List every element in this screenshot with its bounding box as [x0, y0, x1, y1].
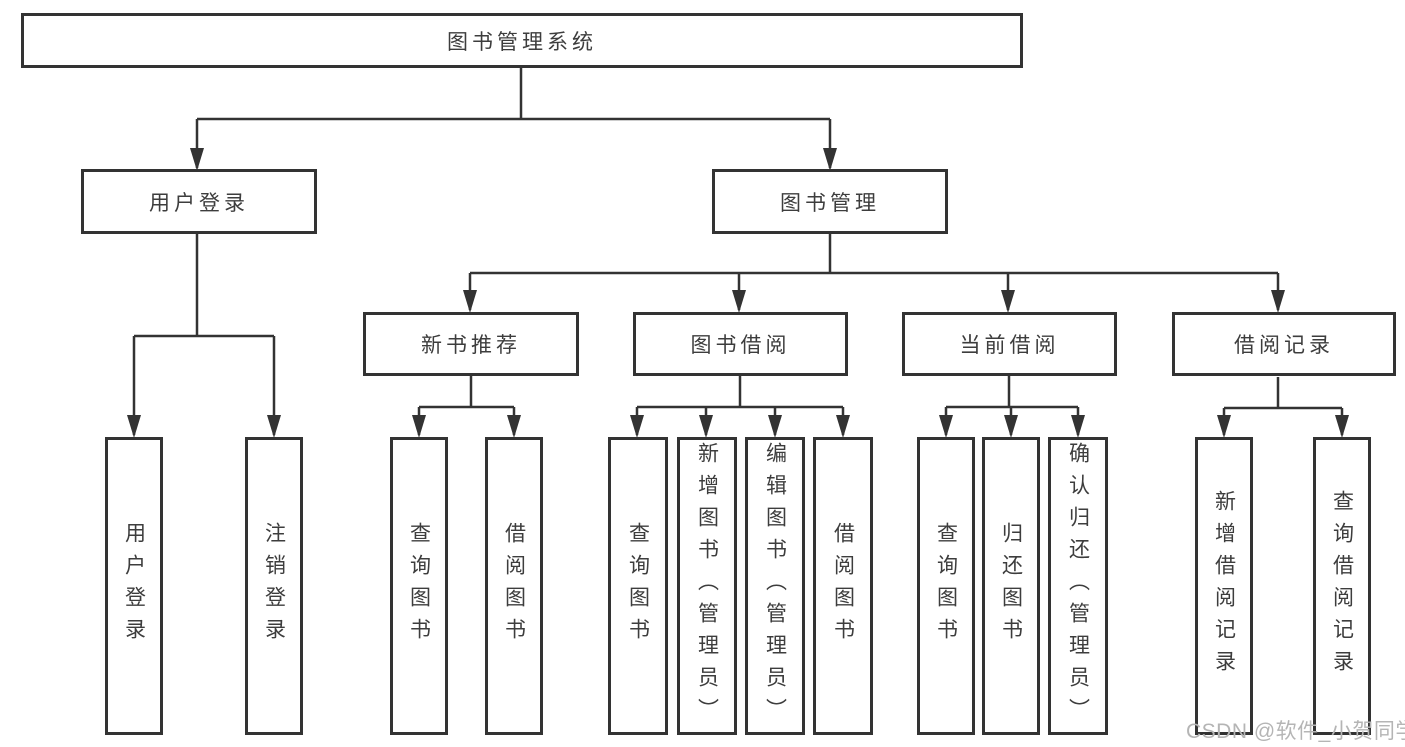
leaf-logout: 注销登录 [245, 437, 303, 735]
leaf-label: 查询图书 [934, 522, 958, 650]
arrow-down-icon [463, 290, 477, 313]
leaf-label: 新增借阅记录 [1212, 490, 1236, 682]
arrow-down-icon [768, 415, 782, 438]
connector-borrowrecords-to-leaves [1222, 377, 1344, 435]
node-label: 图书管理系统 [447, 30, 597, 54]
arrow-down-icon [1335, 415, 1349, 438]
leaf-label: 注销登录 [262, 522, 286, 650]
node-label: 借阅记录 [1234, 334, 1334, 357]
connector-userlogin-to-leaves [132, 233, 276, 435]
leaf-label: 编辑图书（管理员） [763, 442, 787, 730]
leaf-borrow-books: 借阅图书 [813, 437, 873, 735]
node-book-borrow: 图书借阅 [633, 312, 848, 376]
arrow-down-icon [1071, 415, 1085, 438]
leaf-label: 借阅图书 [831, 522, 855, 650]
leaf-add-borrow-record: 新增借阅记录 [1195, 437, 1253, 735]
node-label: 当前借阅 [959, 334, 1060, 357]
leaf-query-borrow-record: 查询借阅记录 [1313, 437, 1371, 735]
connector-root-to-level1 [195, 68, 832, 168]
arrow-down-icon [630, 415, 644, 438]
leaf-query-books-current: 查询图书 [917, 437, 975, 735]
node-library-system: 图书管理系统 [21, 13, 1023, 68]
leaf-label: 确认归还（管理员） [1066, 442, 1090, 730]
leaf-label: 查询图书 [407, 522, 431, 650]
arrow-down-icon [507, 415, 521, 438]
leaf-edit-book-admin: 编辑图书（管理员） [745, 437, 805, 735]
connector-newbookrec-to-leaves [417, 376, 516, 435]
arrow-down-icon [190, 148, 204, 171]
leaf-query-books-borrow: 查询图书 [608, 437, 668, 735]
leaf-label: 借阅图书 [502, 522, 526, 650]
arrow-down-icon [267, 415, 281, 438]
leaf-label: 查询图书 [626, 522, 650, 650]
leaf-confirm-return-admin: 确认归还（管理员） [1048, 437, 1108, 735]
node-new-book-recommend: 新书推荐 [363, 312, 579, 376]
arrow-down-icon [127, 415, 141, 438]
arrow-down-icon [939, 415, 953, 438]
node-label: 新书推荐 [421, 334, 521, 357]
node-borrow-records: 借阅记录 [1172, 312, 1396, 376]
arrow-down-icon [1004, 415, 1018, 438]
arrow-down-icon [1001, 290, 1015, 313]
leaf-label: 查询借阅记录 [1330, 490, 1354, 682]
connector-bookborrow-to-leaves [635, 376, 845, 435]
node-user-login: 用户登录 [81, 169, 317, 234]
node-label: 用户登录 [149, 191, 249, 215]
leaf-query-books-recommend: 查询图书 [390, 437, 448, 735]
leaf-label: 归还图书 [999, 522, 1023, 650]
leaf-label: 新增图书（管理员） [695, 442, 719, 730]
node-book-management: 图书管理 [712, 169, 948, 234]
arrow-down-icon [1271, 290, 1285, 313]
arrow-down-icon [823, 148, 837, 171]
csdn-watermark: CSDN @软件_小贺同学 [1186, 720, 1405, 743]
arrow-down-icon [412, 415, 426, 438]
arrow-down-icon [1217, 415, 1231, 438]
arrow-down-icon [699, 415, 713, 438]
arrow-down-icon [836, 415, 850, 438]
node-label: 图书借阅 [690, 334, 791, 357]
leaf-add-book-admin: 新增图书（管理员） [677, 437, 737, 735]
leaf-borrow-books-recommend: 借阅图书 [485, 437, 543, 735]
node-label: 图书管理 [780, 191, 880, 215]
leaf-label: 用户登录 [122, 522, 146, 650]
leaf-user-login: 用户登录 [105, 437, 163, 735]
leaf-return-book: 归还图书 [982, 437, 1040, 735]
node-current-borrow: 当前借阅 [902, 312, 1117, 376]
arrow-down-icon [732, 290, 746, 313]
connector-bookmgmt-to-groups [468, 233, 1280, 310]
